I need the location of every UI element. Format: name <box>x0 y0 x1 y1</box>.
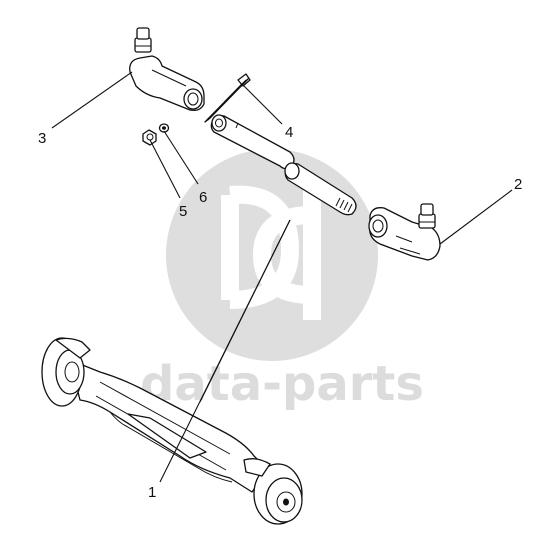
callout-1: 1 <box>148 484 156 501</box>
callout-3: 3 <box>38 130 46 147</box>
tube-sleeve <box>210 114 295 170</box>
nut <box>142 129 157 146</box>
tie-rod-end-right <box>368 203 441 261</box>
threaded-rod <box>284 162 357 216</box>
leader-6 <box>163 130 199 185</box>
washer <box>158 123 170 133</box>
watermark-text: data-parts <box>140 356 424 412</box>
leader-2 <box>439 189 513 245</box>
leader-5 <box>149 139 181 199</box>
watermark-logo <box>166 149 378 361</box>
callout-6: 6 <box>199 189 207 206</box>
leader-3 <box>51 71 133 129</box>
tie-rod-end-left <box>129 27 205 112</box>
callout-4: 4 <box>285 124 293 141</box>
clamp-bolt <box>204 73 251 123</box>
callout-2: 2 <box>514 176 522 193</box>
front-axle <box>41 337 303 525</box>
leader-lines <box>51 71 513 483</box>
callout-5: 5 <box>179 203 187 220</box>
leader-1-bold <box>199 219 291 403</box>
leader-4 <box>243 85 283 125</box>
